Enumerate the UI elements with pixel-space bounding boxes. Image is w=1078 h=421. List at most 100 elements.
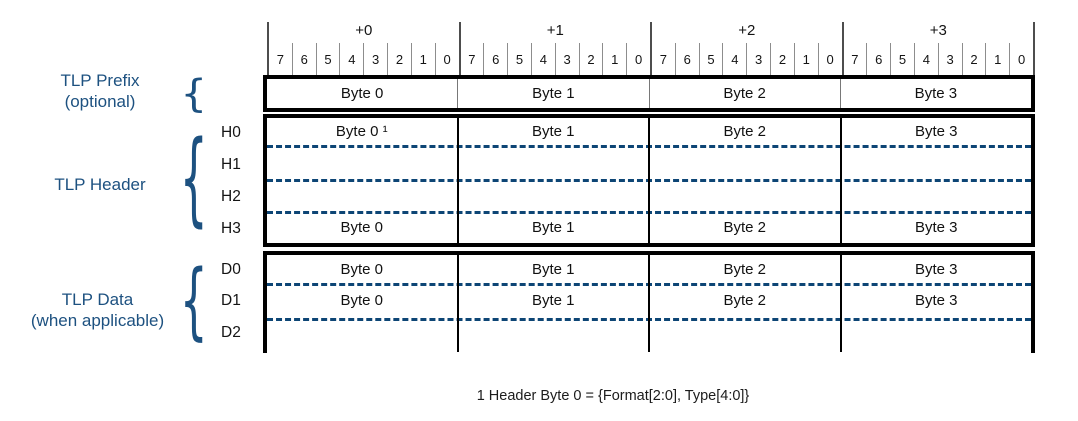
bit-number: 4 xyxy=(530,43,555,75)
data-byte-cell: Byte 2 xyxy=(648,255,840,283)
data-byte-cell: Byte 2 xyxy=(648,283,840,318)
header-byte-cell: Byte 2 xyxy=(648,118,840,145)
header-byte-cell xyxy=(267,179,457,211)
row-label-d1: D1 xyxy=(221,292,241,309)
byte-row xyxy=(267,179,1031,211)
header-byte-cell: Byte 3 xyxy=(839,211,1032,243)
data-byte-cell: Byte 1 xyxy=(456,255,649,283)
header-byte-cell: Byte 0 ¹ xyxy=(335,123,388,140)
bit-number: 0 xyxy=(1009,43,1033,75)
bit-number: 2 xyxy=(387,43,411,75)
prefix-brace-icon: { xyxy=(180,71,208,117)
prefix-byte-cell: Byte 2 xyxy=(648,79,840,108)
row-label-d2: D2 xyxy=(221,324,241,341)
data-byte-cell: Byte 3 xyxy=(839,283,1032,318)
bit-number: 6 xyxy=(866,43,890,75)
data-byte-cell: Byte 3 xyxy=(839,255,1032,283)
tlp-prefix-label-line2: (optional) xyxy=(64,92,136,111)
row-label-h2: H2 xyxy=(221,188,241,205)
bit-number: 3 xyxy=(746,43,770,75)
header-byte-cell xyxy=(267,145,457,179)
tlp-data-label: TLP Data (when applicable) xyxy=(5,289,190,331)
bit-number: 3 xyxy=(554,43,579,75)
footnote: 1 Header Byte 0 = {Format[2:0], Type[4:0… xyxy=(476,388,750,404)
brace-glyph: { xyxy=(179,253,208,351)
bit-number: 7 xyxy=(851,51,859,67)
byte-row xyxy=(267,318,1031,352)
header-byte-cell xyxy=(839,145,1032,179)
header-byte-cell xyxy=(839,179,1032,211)
header-byte-cell: Byte 0 xyxy=(340,218,384,236)
header-byte-cell xyxy=(456,145,649,179)
header-byte-cell xyxy=(456,179,649,211)
brace-glyph: { xyxy=(179,121,208,239)
header-byte-cell xyxy=(648,145,840,179)
bit-number: 0 xyxy=(626,43,650,75)
data-byte-cell: Byte 1 xyxy=(456,283,649,318)
tlp-prefix-label: TLP Prefix (optional) xyxy=(20,70,180,112)
row-label-d0: D0 xyxy=(221,261,241,278)
bit-number: 2 xyxy=(961,43,986,75)
bit-number: 5 xyxy=(315,43,340,75)
bit-number: 1 xyxy=(410,43,435,75)
data-byte-cell: Byte 0 xyxy=(340,260,384,278)
header-brace-icon: { xyxy=(180,118,208,242)
brace-glyph: { xyxy=(180,72,208,116)
tlp-data-label-line2: (when applicable) xyxy=(30,311,165,330)
header-byte-cell xyxy=(648,179,840,211)
tlp-header-label-text: TLP Header xyxy=(54,175,146,194)
bit-number: 0 xyxy=(434,43,459,75)
prefix-byte-cell: Byte 0 xyxy=(340,85,384,102)
byte-offset-label: +1 xyxy=(546,22,564,39)
bit-number: 4 xyxy=(722,43,746,75)
bit-number: 5 xyxy=(890,43,914,75)
byte-row xyxy=(267,145,1031,179)
byte-offset-label: +2 xyxy=(738,22,756,39)
bit-number: 1 xyxy=(602,43,626,75)
bit-number: 5 xyxy=(698,43,723,75)
prefix-byte-cell: Byte 1 xyxy=(457,79,648,108)
byte-offset-label: +3 xyxy=(929,22,947,39)
bit-number: 7 xyxy=(659,51,668,67)
data-byte-cell xyxy=(456,318,649,352)
bit-number: 5 xyxy=(507,43,531,75)
tlp-prefix-label-line1: TLP Prefix xyxy=(60,71,140,90)
bit-number: 2 xyxy=(578,43,603,75)
header-byte-cell: Byte 3 xyxy=(839,118,1032,145)
bit-number: 2 xyxy=(770,43,794,75)
bit-number: 4 xyxy=(339,43,363,75)
data-byte-cell: Byte 0 xyxy=(340,292,384,309)
bit-number: 3 xyxy=(937,43,962,75)
row-label-h0: H0 xyxy=(221,124,241,141)
row-label-h1: H1 xyxy=(221,156,241,173)
bit-number: 3 xyxy=(363,43,387,75)
bit-number: 1 xyxy=(793,43,818,75)
data-byte-cell xyxy=(839,318,1032,352)
tlp-header-label: TLP Header xyxy=(20,174,180,195)
bit-number: 1 xyxy=(985,43,1009,75)
bit-number: 4 xyxy=(913,43,938,75)
data-byte-cell xyxy=(648,318,840,352)
bit-number: 6 xyxy=(674,43,699,75)
data-byte-cell xyxy=(267,318,457,352)
header-byte-cell: Byte 1 xyxy=(456,211,649,243)
row-label-h3: H3 xyxy=(221,220,241,237)
data-brace-icon: { xyxy=(180,250,208,354)
bit-number: 6 xyxy=(291,43,316,75)
bit-number: 7 xyxy=(468,51,476,67)
